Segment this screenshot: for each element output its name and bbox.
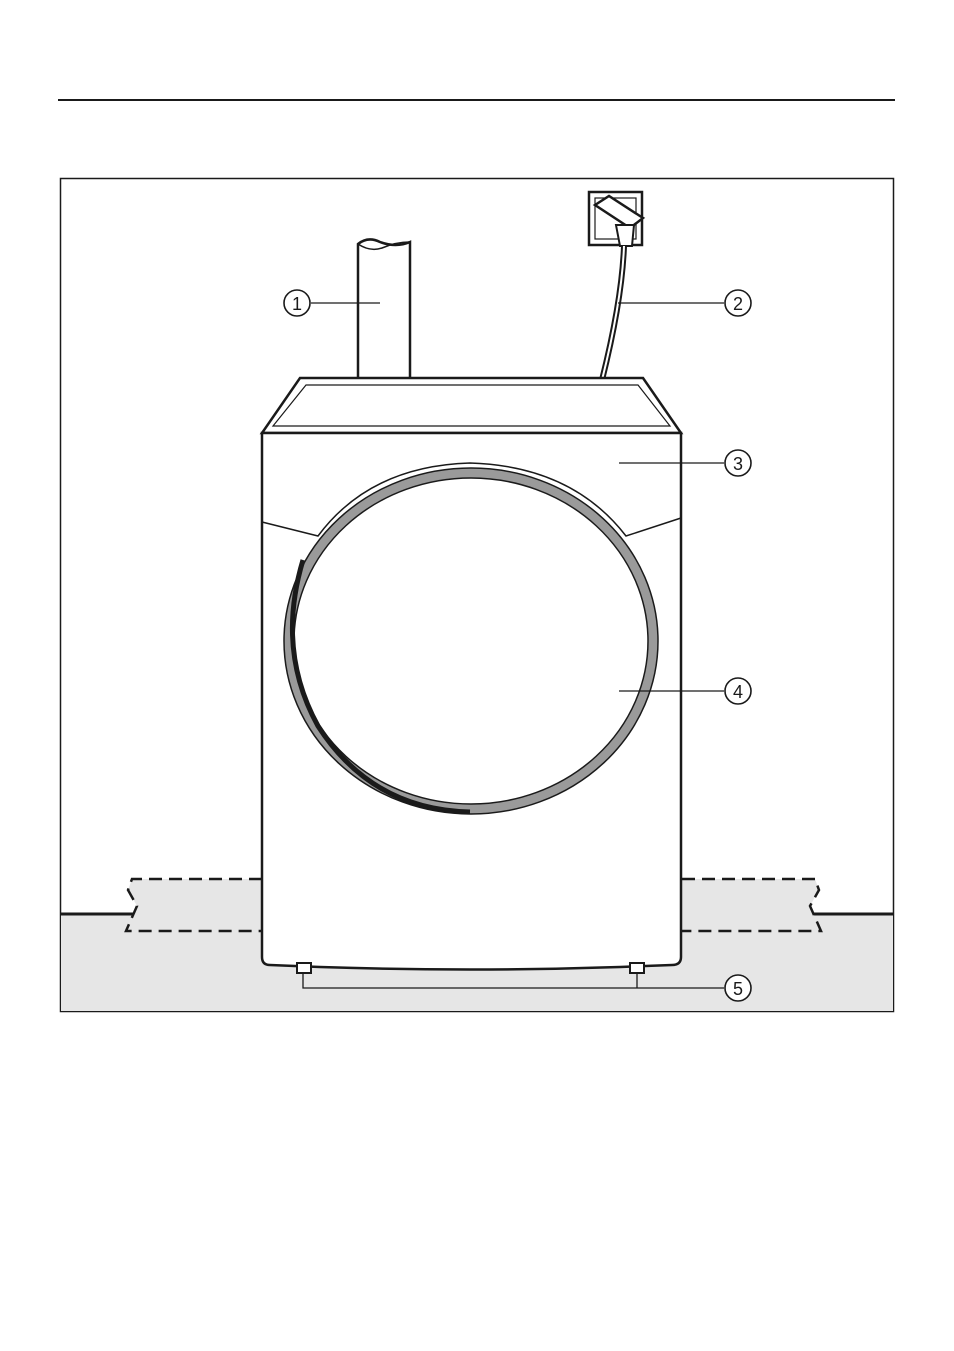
callout-label-4: 4 [733, 682, 743, 702]
callout-label-5: 5 [733, 979, 743, 999]
water-pipe [358, 239, 410, 380]
appliance-top [262, 378, 681, 433]
dashed-plinth-right [682, 879, 821, 931]
wall-socket [589, 192, 643, 246]
porthole-door [284, 468, 658, 814]
callout-label-2: 2 [733, 294, 743, 314]
callout-label-1: 1 [292, 294, 302, 314]
callout-label-3: 3 [733, 454, 743, 474]
dashed-plinth-left [126, 879, 262, 931]
